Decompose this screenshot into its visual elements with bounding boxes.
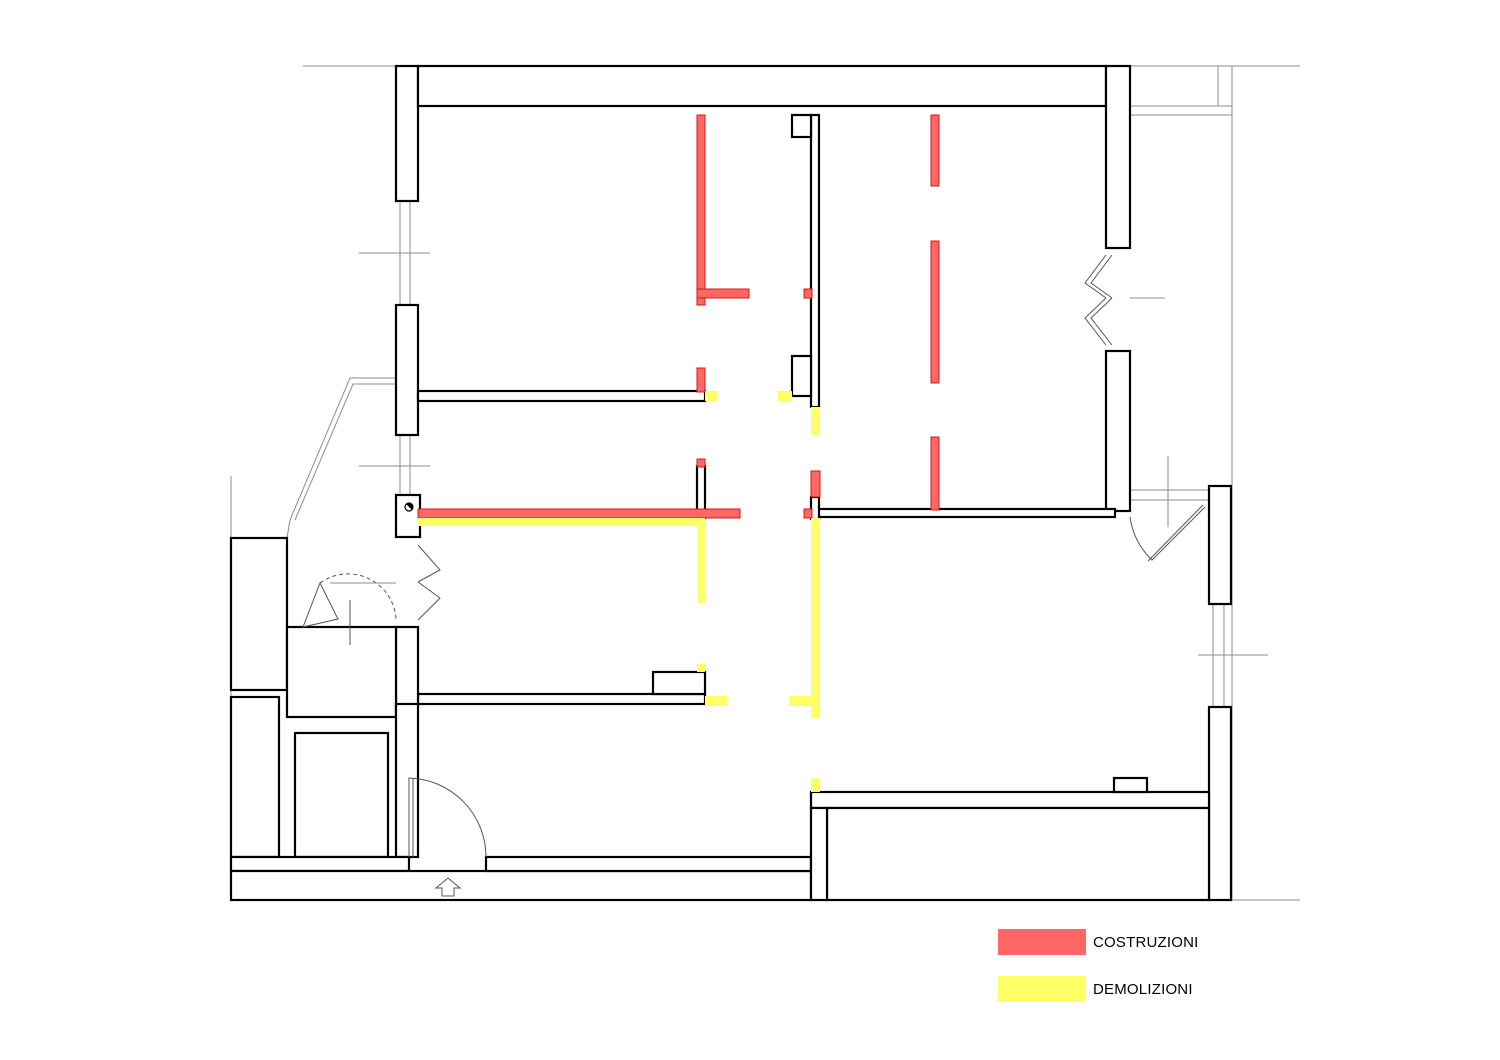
door-swings [302,254,1206,858]
wall-central-jamb-bottom [790,354,813,398]
demolition-wall [811,407,820,435]
wall-right-lower [1207,705,1233,902]
wall-left-box-b [229,695,281,859]
wall-bottom-center-stub [809,806,829,902]
demolition-wall [811,518,820,718]
bath-door [302,581,339,628]
demolition-wall [697,518,705,603]
wall-room3-bottom [416,692,707,706]
demolition-swatch [998,976,1086,1002]
wall-top-beam [416,64,1108,108]
entrance-arrow-icon [434,877,462,897]
context-lines [230,65,1300,901]
wall-bottom-left-lower [229,869,813,902]
demolition-wall [697,664,705,672]
construction-wall [696,288,750,299]
wall-top-right [1104,64,1132,250]
balcony-door [1129,506,1206,561]
construction-wall [696,458,706,468]
demolition-walls [418,391,820,792]
wall-bottom-notch [1112,776,1149,794]
construction-walls [417,114,940,519]
wall-niche [651,670,707,696]
wall-bottom-left [229,855,411,873]
wall-central-jamb-top [790,113,813,139]
wall-right-upper [1104,349,1132,513]
existing-walls [229,64,1233,902]
wall-left-column [394,493,422,539]
construction-wall [930,114,940,187]
column-marker-icon [404,502,414,512]
right-window-shutter [1084,254,1107,346]
demolition-wall [778,391,792,401]
wall-room1-bottom [416,389,707,403]
construction-label: COSTRUZIONI [1093,933,1199,951]
construction-wall [930,240,940,384]
wall-storage-block [293,731,390,859]
construction-wall [810,470,821,498]
entry-door [408,777,487,858]
wall-left-lower [394,625,420,709]
wall-room4-top [813,507,1117,519]
construction-swatch [998,929,1086,955]
wall-bottom-right-block [809,790,1211,810]
wall-top [394,64,420,203]
demolition-label: DEMOLIZIONI [1093,980,1193,998]
wall-entry-wall [394,702,420,859]
legend-demolition: DEMOLIZIONI [998,976,1193,1002]
wall-left-middle [394,303,420,437]
construction-wall [803,508,813,519]
construction-wall [930,436,940,511]
construction-wall [803,288,813,299]
demolition-wall [705,696,727,706]
demolition-wall [418,518,697,526]
wall-right-pier [1207,484,1233,606]
construction-wall [696,367,706,393]
wall-central-vertical [809,113,821,409]
wall-bath-block [285,625,398,719]
wall-bottom-right-frame [825,806,1211,902]
construction-wall [417,508,741,519]
wall-left-box-a [229,536,289,692]
wall-bottom-right [484,855,813,873]
left-window-shutter [417,544,441,621]
construction-wall [696,114,706,306]
demolition-wall [811,778,820,792]
demolition-wall [789,696,811,706]
legend-construction: COSTRUZIONI [998,929,1199,955]
demolition-wall [705,391,717,401]
